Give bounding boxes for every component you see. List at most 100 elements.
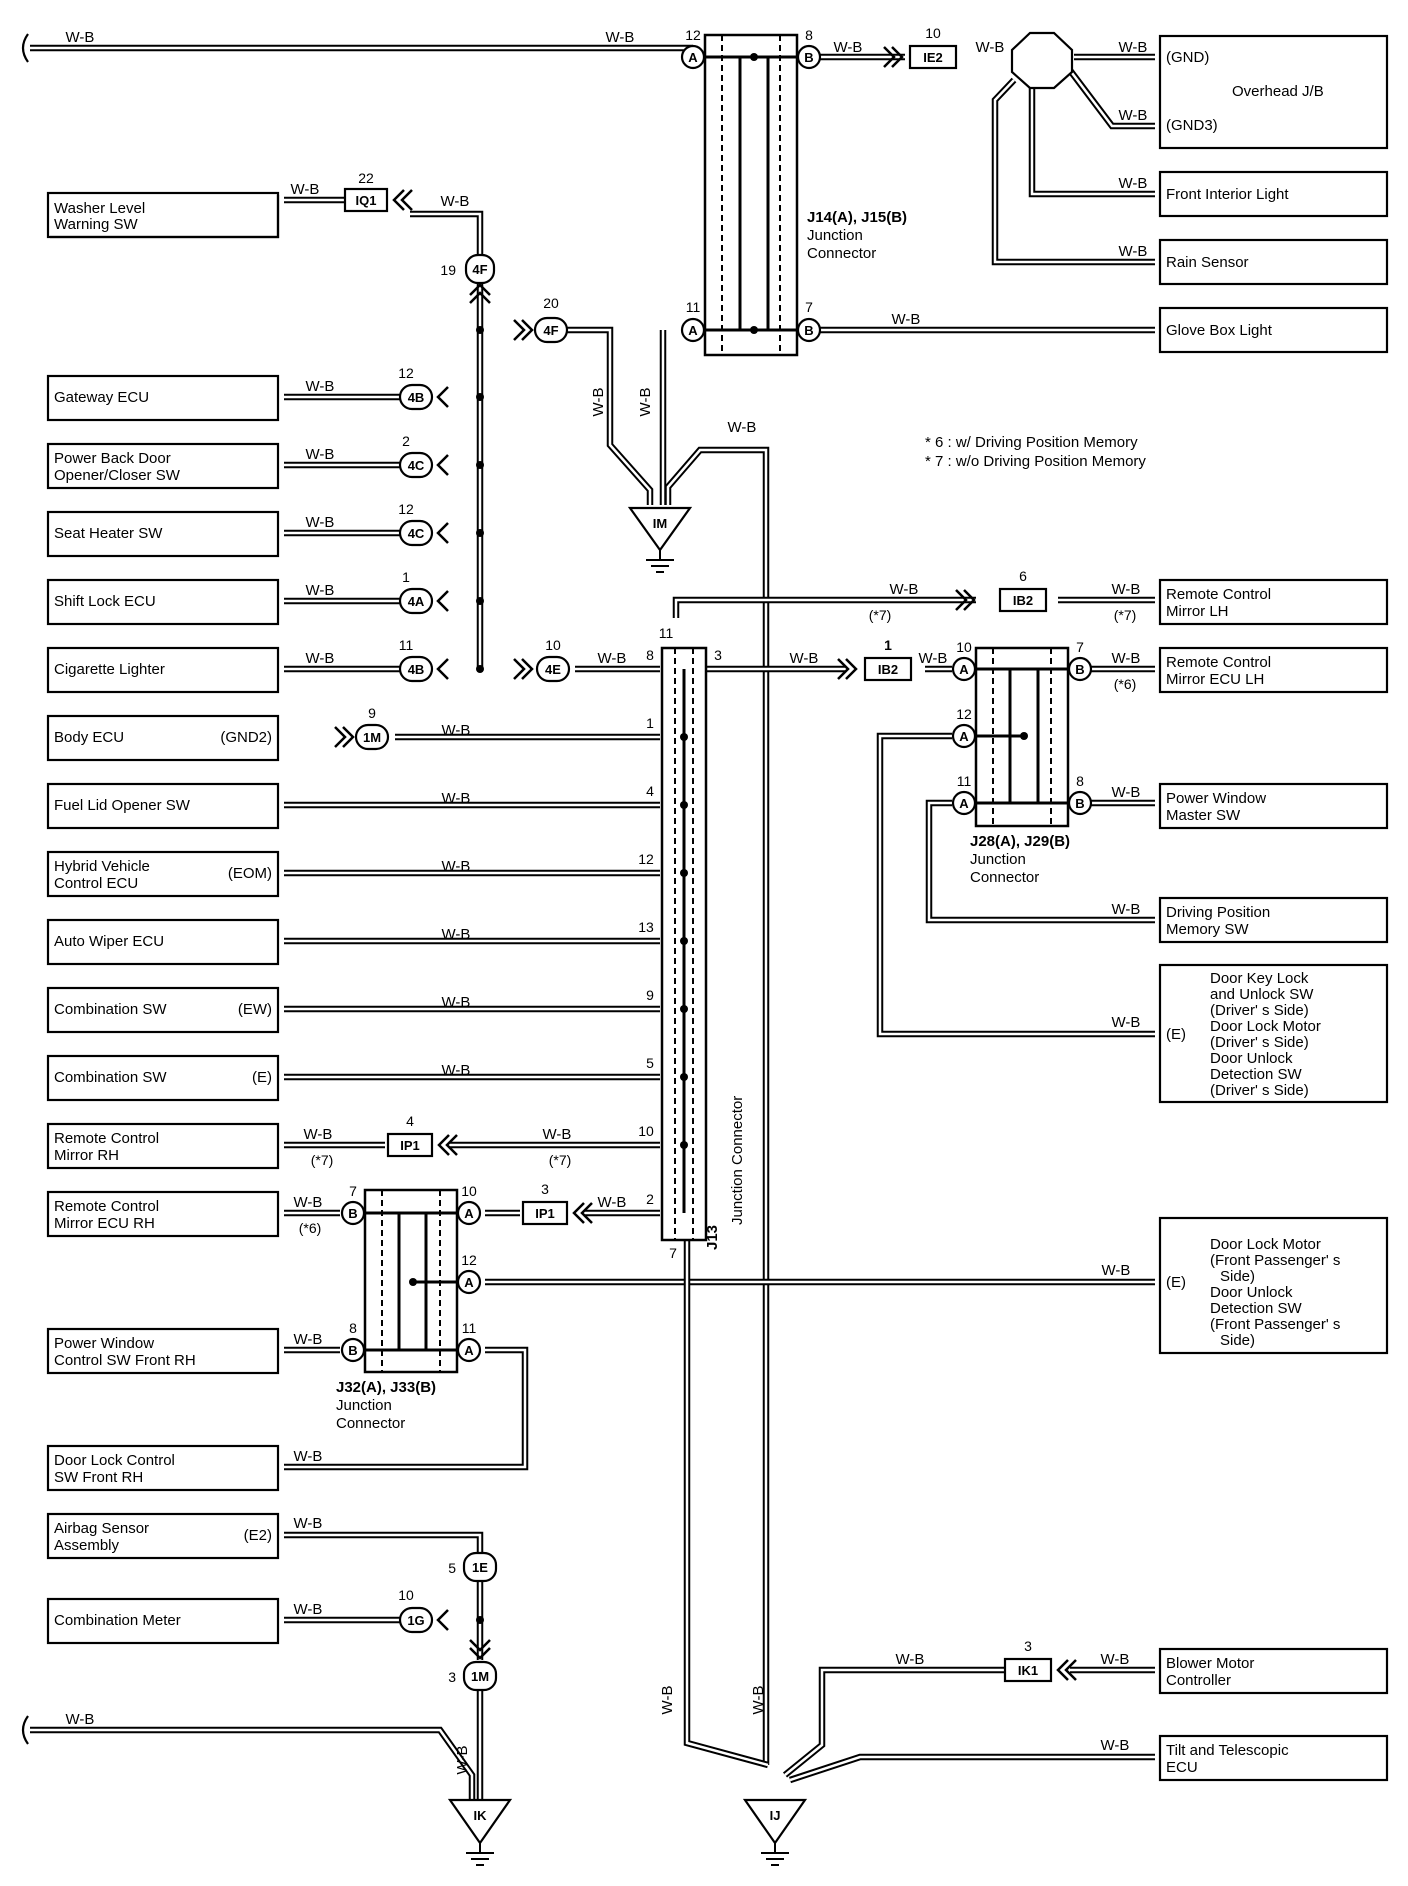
wire-color-label: W-B [1101,1737,1130,1754]
wire-color-label: W-B [442,994,471,1011]
svg-text:(GND3): (GND3) [1166,117,1218,134]
wire-color-label: W-B [291,181,320,198]
svg-text:11: 11 [686,299,701,315]
svg-text:10: 10 [925,25,941,41]
svg-text:Door Unlock: Door Unlock [1210,1284,1293,1301]
connector-4f-20: 4F 20 [513,295,569,344]
svg-text:Remote Control: Remote Control [54,1130,159,1147]
svg-text:Combination Meter: Combination Meter [54,1612,181,1629]
door-lock-control-sw-front-rh: Door Lock Control SW Front RH [46,1444,280,1492]
svg-text:5: 5 [448,1560,456,1576]
svg-text:A: A [688,323,698,338]
j32-sub1: Junction [336,1397,392,1414]
svg-text:12: 12 [398,365,414,381]
junction-j13: J13 Junction Connector [660,646,746,1250]
svg-text:Warning SW: Warning SW [54,216,138,233]
wire-color-label: W-B [1119,39,1148,56]
svg-text:4F: 4F [543,323,558,338]
svg-text:10: 10 [461,1183,477,1199]
connector-1m-9: 1M 9 [334,705,390,751]
wire-color-label: W-B [66,1711,95,1728]
svg-text:Glove Box Light: Glove Box Light [1166,322,1273,339]
svg-text:1: 1 [402,569,410,585]
svg-text:10: 10 [545,637,561,653]
remote-control-mirror-rh: Remote Control Mirror RH [46,1122,280,1170]
wire-color-label: W-B [442,926,471,943]
svg-text:Combination SW: Combination SW [54,1001,167,1018]
svg-text:B: B [1075,662,1084,677]
svg-text:and Unlock SW: and Unlock SW [1210,986,1314,1003]
svg-text:IQ1: IQ1 [356,193,377,208]
svg-text:Driving Position: Driving Position [1166,904,1270,921]
notes: * 6 : w/ Driving Position Memory * 7 : w… [925,434,1146,470]
svg-text:19: 19 [440,262,456,278]
washer-level-warning-sw: Washer Level Warning SW [46,191,280,239]
j14-label: J14(A), J15(B) [807,209,907,226]
svg-text:Control ECU: Control ECU [54,875,138,892]
svg-text:4C: 4C [408,526,425,541]
seat-heater-sw: Seat Heater SW [46,510,280,558]
svg-text:IB2: IB2 [878,662,898,677]
pin-numbers: 12 8 11 7 11 8 3 1 4 12 13 9 5 10 2 7 10… [349,27,1084,1336]
svg-text:(*7): (*7) [1114,607,1137,623]
svg-text:IK: IK [474,1808,488,1823]
wire-color-label: W-B [890,581,919,598]
svg-text:10: 10 [956,639,972,655]
j28-sub2: Connector [970,869,1039,886]
svg-text:10: 10 [398,1587,414,1603]
wire-color-label: W-B [750,1686,767,1715]
wire-color-label: W-B [790,650,819,667]
wire-color-label: W-B [598,650,627,667]
connector-4c-2: 4C 2 [398,433,449,479]
svg-text:A: A [464,1343,474,1358]
blower-motor-controller: Blower Motor Controller [1158,1647,1389,1695]
svg-text:Power Back Door: Power Back Door [54,450,171,467]
j28-label: J28(A), J29(B) [970,833,1070,850]
wire-color-label: W-B [1112,1014,1141,1031]
wire-color-label: W-B [442,722,471,739]
wire-color-label: W-B [66,29,95,46]
svg-text:(GND): (GND) [1166,49,1209,66]
svg-text:Door Unlock: Door Unlock [1210,1050,1293,1067]
wire-color-label: W-B [294,1448,323,1465]
svg-text:3: 3 [714,647,722,663]
combination-sw-e: Combination SW (E) [46,1054,280,1102]
svg-text:Blower Motor: Blower Motor [1166,1655,1254,1672]
svg-text:Remote Control: Remote Control [54,1198,159,1215]
wire-color-labels: W-B W-B W-B W-B W-B W-B W-B W-B W-B W-B W-B W-B W-B W… [66,29,1148,1774]
svg-text:A: A [959,796,969,811]
j14-sub2: Connector [807,245,876,262]
svg-text:SW Front RH: SW Front RH [54,1469,143,1486]
svg-text:B: B [804,323,813,338]
connector-1m-3: 1M 3 [448,1639,498,1692]
svg-text:1M: 1M [471,1669,489,1684]
svg-text:Master SW: Master SW [1166,807,1241,824]
wire-color-label: W-B [1112,650,1141,667]
svg-text:A: A [688,50,698,65]
wire-color-label: W-B [442,790,471,807]
wire-color-label: W-B [441,193,470,210]
svg-text:Mirror ECU LH: Mirror ECU LH [1166,671,1264,688]
connector-ik1-3: IK1 3 [1003,1638,1077,1683]
svg-text:B: B [804,50,813,65]
svg-text:Gateway ECU: Gateway ECU [54,389,149,406]
wire-color-label: W-B [294,1331,323,1348]
wire-color-label: W-B [1112,784,1141,801]
svg-text:Airbag Sensor: Airbag Sensor [54,1520,149,1537]
svg-text:11: 11 [399,637,414,653]
option-marks: (*7) (*7) (*6) (*7) (*7) (*6) [299,607,1137,1236]
wire-color-label: W-B [919,650,948,667]
svg-text:IM: IM [653,516,667,531]
svg-text:(*7): (*7) [549,1152,572,1168]
door-lock-motor-front-passenger: (E) Door Lock Motor (Front Passenger' s … [1158,1216,1389,1355]
svg-text:12: 12 [956,706,972,722]
svg-text:(EW): (EW) [238,1001,272,1018]
airbag-sensor-assembly: Airbag Sensor Assembly (E2) [46,1512,280,1560]
connector-4b-11: 4B 11 [399,637,449,683]
driving-position-memory-sw: Driving Position Memory SW [1158,896,1389,944]
svg-text:Auto Wiper ECU: Auto Wiper ECU [54,933,164,950]
svg-text:IK1: IK1 [1018,1663,1038,1678]
svg-text:(Driver' s Side): (Driver' s Side) [1210,1082,1309,1099]
svg-text:Control SW Front RH: Control SW Front RH [54,1352,196,1369]
wire-color-label: W-B [659,1686,676,1715]
